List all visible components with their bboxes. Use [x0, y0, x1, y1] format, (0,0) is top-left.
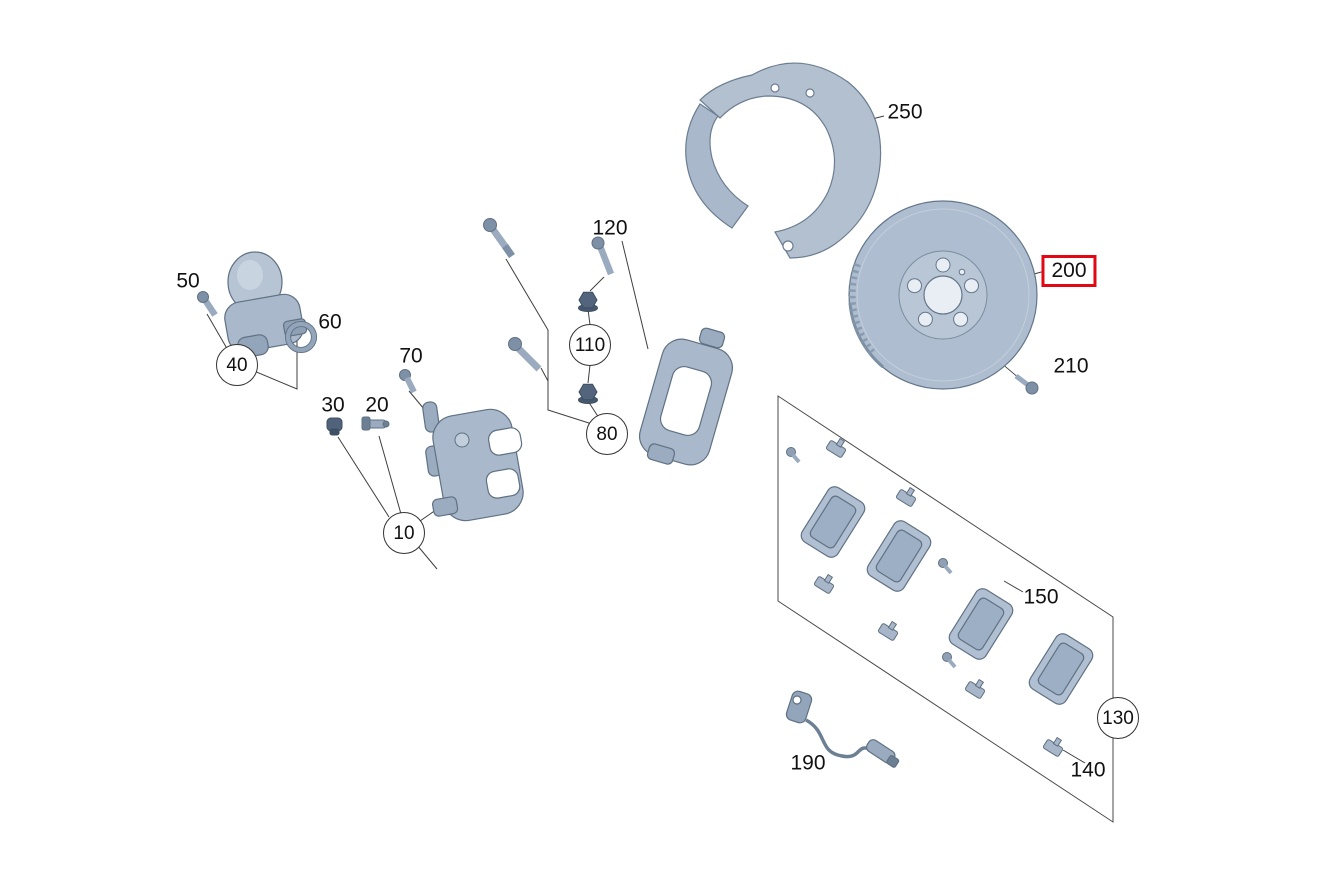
actuator-bolt — [197, 291, 218, 317]
callout-50[interactable]: 50 — [176, 269, 200, 293]
callout-200-highlighted[interactable]: 200 — [1041, 255, 1097, 287]
callout-210[interactable]: 210 — [1053, 354, 1089, 378]
brake-pad-set — [800, 486, 1094, 705]
callout-70[interactable]: 70 — [399, 344, 423, 368]
callout-250[interactable]: 250 — [887, 100, 923, 124]
pad-kit-outline — [777, 395, 1114, 823]
fastener-nut-lower — [578, 383, 598, 404]
parking-brake-actuator-motor — [224, 251, 308, 358]
callout-60[interactable]: 60 — [318, 310, 342, 334]
o-ring-seal — [284, 320, 318, 354]
brake-caliper — [422, 401, 524, 522]
callout-40[interactable]: 40 — [216, 344, 258, 386]
callout-140[interactable]: 140 — [1070, 758, 1106, 782]
caliper-carrier-bracket — [638, 327, 734, 466]
callout-30[interactable]: 30 — [321, 393, 345, 417]
callout-10[interactable]: 10 — [383, 512, 425, 554]
disc-set-screw — [1014, 374, 1039, 395]
guide-bolt-upper — [483, 218, 515, 259]
caliper-bolt — [399, 369, 417, 394]
bleeder-valve — [361, 416, 390, 431]
guide-bolt-lower — [508, 337, 542, 372]
carrier-bolt — [591, 236, 615, 276]
callout-80[interactable]: 80 — [586, 413, 628, 455]
callout-150[interactable]: 150 — [1023, 585, 1059, 609]
pad-retainer-clips — [813, 437, 1064, 757]
fastener-nut-upper — [578, 291, 598, 312]
callout-20[interactable]: 20 — [365, 393, 389, 417]
callout-130[interactable]: 130 — [1097, 697, 1139, 739]
callout-190[interactable]: 190 — [790, 751, 826, 775]
pad-hardware-screws — [786, 447, 957, 669]
callout-120[interactable]: 120 — [592, 216, 628, 240]
brake-disc — [848, 200, 1038, 390]
pad-wear-sensor — [785, 690, 900, 768]
brake-disc-cover-plate — [685, 62, 882, 259]
bleeder-dust-cap — [326, 417, 343, 436]
callout-110[interactable]: 110 — [569, 324, 611, 366]
